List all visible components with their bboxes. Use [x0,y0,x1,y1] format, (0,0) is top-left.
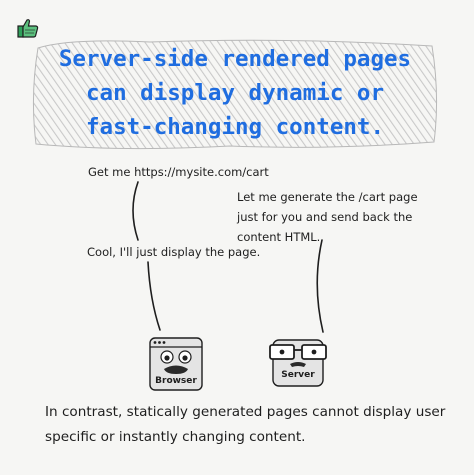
headline-line-2: can display dynamic or [85,80,384,106]
browser-actor: Browser [148,336,204,392]
footer-line-2: specific or instantly changing content. [45,429,306,445]
headline-line-3: fast-changing content. [85,114,384,140]
footer-line-1: In contrast, statically generated pages … [45,404,446,420]
browser-ack-message: Cool, I'll just display the page. [87,245,261,259]
ack-connector [147,261,161,331]
browser-label: Browser [155,376,197,386]
request-connector [132,181,139,241]
headline-line-1: Server-side rendered pages [58,46,412,72]
thumbs-up-icon [17,19,39,38]
browser-face-icon [149,337,203,391]
hatched-background [32,39,438,150]
server-label: Server [281,370,315,380]
headline-banner: Server-side rendered pages can display d… [30,36,440,152]
browser-request-message: Get me https://mysite.com/cart [88,165,269,179]
server-actor: Server [268,336,328,390]
headline-text: Server-side rendered pages can display d… [30,42,440,144]
reply-connector [316,239,324,333]
server-reply-line-3: content HTML. [237,230,321,244]
server-reply-line-1: Let me generate the /cart page [237,190,418,204]
server-face-icon [269,339,327,387]
footer-text: In contrast, statically generated pages … [45,400,465,450]
server-reply-message: Let me generate the /cart page just for … [237,187,418,247]
server-reply-line-2: just for you and send back the [237,210,413,224]
